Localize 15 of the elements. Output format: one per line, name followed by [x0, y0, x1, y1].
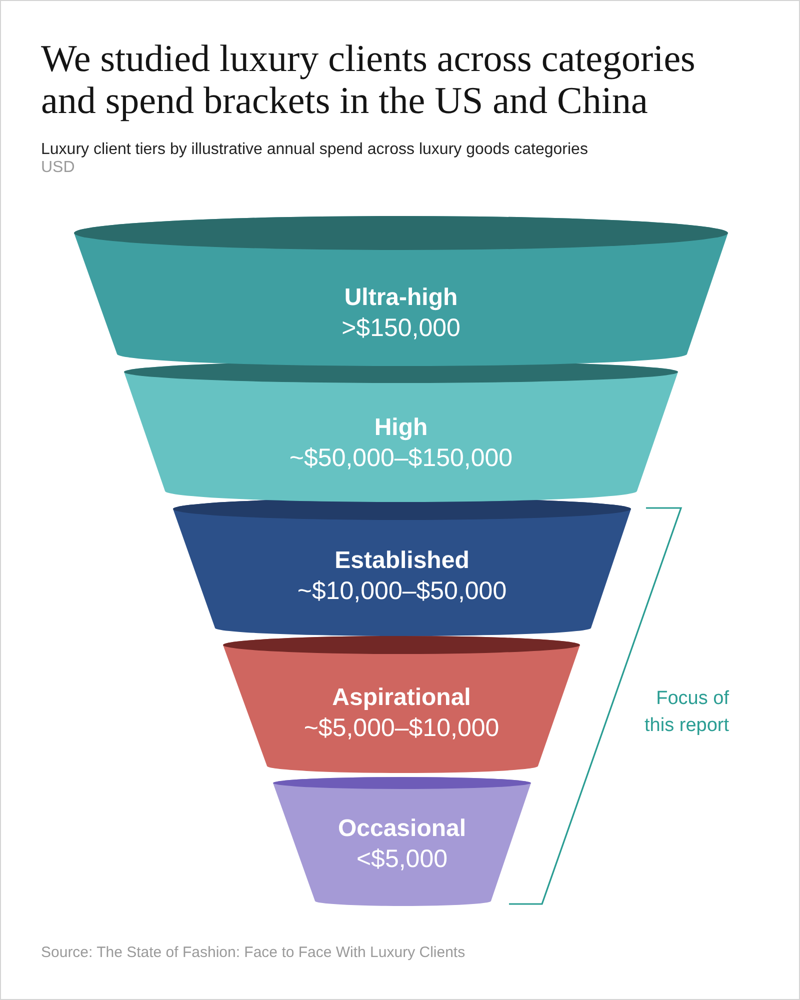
spend-range: ~$10,000–$50,000	[297, 576, 507, 606]
tier-name: Occasional	[338, 814, 466, 844]
tier-name: Established	[334, 546, 470, 576]
tier-name: High	[374, 413, 428, 443]
spend-range: ~$50,000–$150,000	[289, 443, 513, 473]
spend-range: <$5,000	[356, 844, 448, 874]
title: We studied luxury clients across categories and spend brackets in the US and China	[41, 38, 696, 122]
spend-range: ~$5,000–$10,000	[304, 713, 500, 743]
spend-range: >$150,000	[342, 313, 460, 343]
tier-name: Ultra-high	[344, 283, 458, 313]
source-note: Source: The State of Fashion: Face to Face With Luxury Clients	[41, 943, 466, 963]
unit-note: USD	[41, 158, 75, 178]
tier-name: Aspirational	[332, 683, 471, 713]
subtitle: Luxury client tiers by illustrative annual spend across luxury goods categories	[41, 140, 588, 160]
bracket-label: Focus of this report	[644, 687, 729, 738]
